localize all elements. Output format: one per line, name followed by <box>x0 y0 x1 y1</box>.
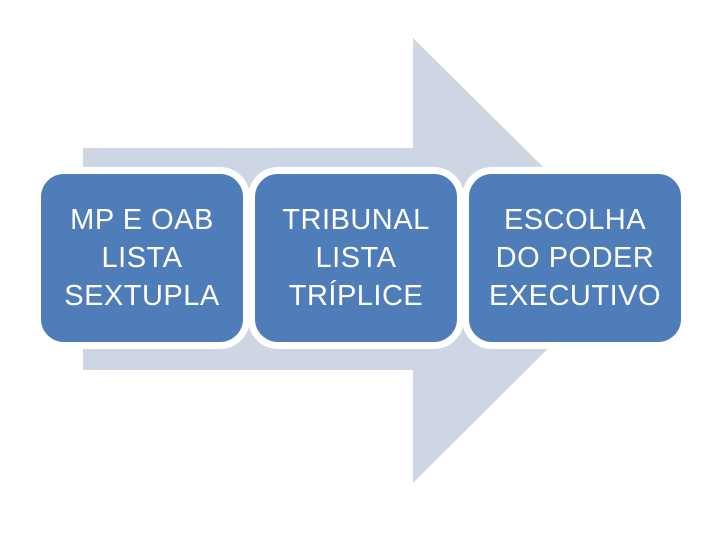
step-label-line: TRÍPLICE <box>288 280 424 312</box>
step-label-line: LISTA <box>315 242 397 274</box>
step-label-line: TRIBUNAL <box>282 204 430 236</box>
step-label-line: DO PODER <box>495 242 655 274</box>
process-step-tribunal: TRIBUNAL LISTA TRÍPLICE <box>250 169 462 347</box>
process-step-executivo: ESCOLHA DO PODER EXECUTIVO <box>464 169 686 347</box>
process-step-mp-oab: MP E OAB LISTA SEXTUPLA <box>36 169 248 347</box>
step-label-line: EXECUTIVO <box>488 280 662 312</box>
step-label-line: ESCOLHA <box>503 204 647 236</box>
step-label-line: SEXTUPLA <box>64 280 220 312</box>
step-label-line: MP E OAB <box>70 204 214 236</box>
step-label-line: LISTA <box>101 242 183 274</box>
